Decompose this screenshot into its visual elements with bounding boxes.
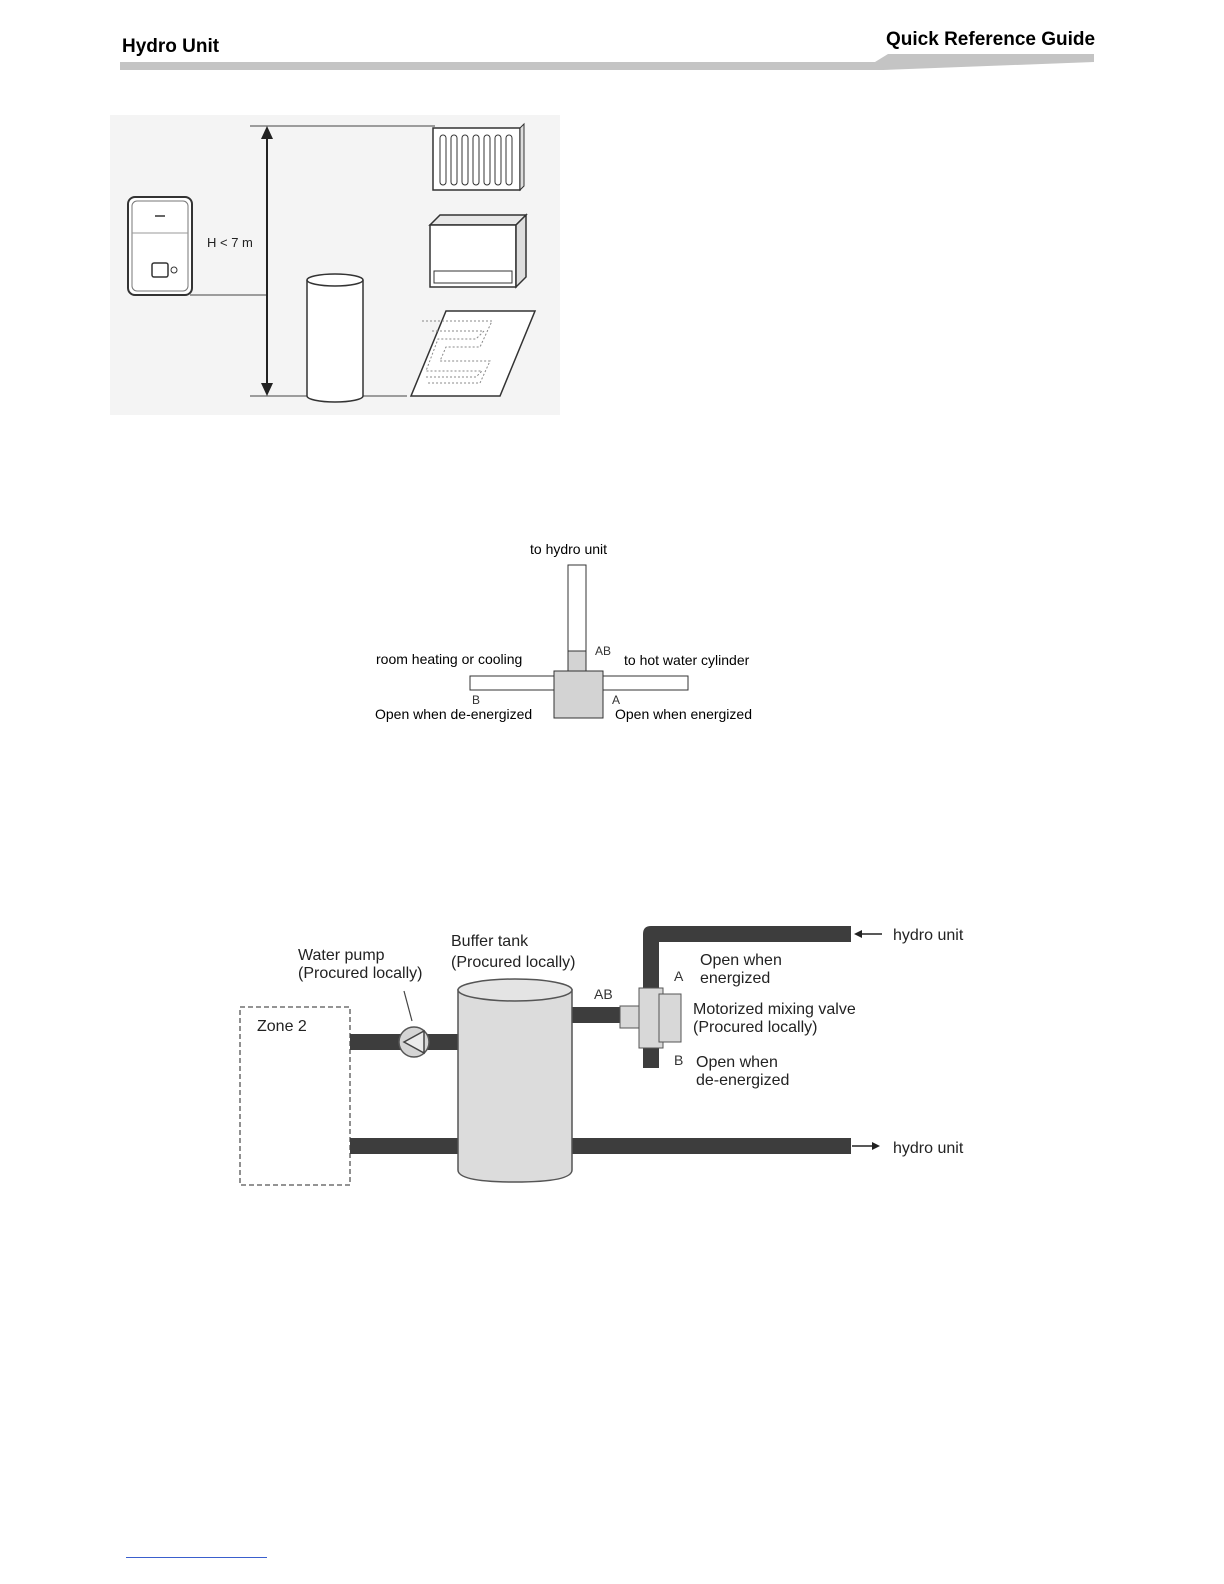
a-open-note-1: Open when: [700, 952, 782, 969]
buffer-tank-label-2: (Procured locally): [451, 954, 575, 971]
radiator-icon: [432, 122, 525, 192]
port-b-label: B: [472, 693, 480, 707]
hydro-unit-icon: [127, 196, 193, 296]
a-open-note-2: energized: [700, 970, 770, 987]
water-pump-icon: [398, 1026, 430, 1058]
hot-water-cylinder-label: to hot water cylinder: [624, 652, 750, 668]
mixing-valve-label-1: Motorized mixing valve: [693, 1001, 856, 1018]
to-hydro-unit-label: to hydro unit: [530, 541, 607, 557]
inlet-arrow-icon: [854, 930, 882, 938]
water-pump-label-1: Water pump: [298, 947, 385, 964]
inlet-hydro-unit-label: hydro unit: [893, 927, 964, 944]
port-a-label: A: [612, 693, 620, 707]
outlet-arrow-icon: [852, 1142, 880, 1150]
port-ab-label: AB: [595, 644, 611, 658]
footer-rule: [126, 1557, 267, 1558]
room-heating-label: room heating or cooling: [376, 651, 522, 667]
header-rule: [120, 54, 1094, 70]
buffer-tank-icon: [457, 978, 573, 1183]
header-right-title: Quick Reference Guide: [886, 29, 1096, 50]
b-open-note-1: Open when: [696, 1054, 778, 1071]
zone-2-label: Zone 2: [257, 1018, 307, 1035]
hot-water-cylinder-icon: [306, 273, 364, 403]
fan-coil-icon: [428, 213, 528, 289]
mixing-valve-icon: [619, 987, 682, 1049]
header-left-title: Hydro Unit: [122, 36, 220, 57]
buffer-tank-label-1: Buffer tank: [451, 933, 529, 950]
installation-height-figure: H < 7 m: [110, 115, 560, 415]
b-open-note: Open when de-energized: [375, 706, 532, 722]
water-pump-label-2: (Procured locally): [298, 965, 422, 982]
port-b-label: B: [674, 1052, 683, 1068]
outlet-hydro-unit-label: hydro unit: [893, 1140, 964, 1157]
port-ab-label: AB: [594, 986, 613, 1002]
buffer-tank-figure: Zone 2 Water pump (Procured locally) Buf…: [239, 926, 964, 1186]
mixing-valve-label-2: (Procured locally): [693, 1019, 817, 1036]
port-a-label: A: [674, 968, 684, 984]
height-label: H < 7 m: [207, 235, 253, 250]
floor-heating-icon: [409, 310, 537, 397]
three-way-valve-figure: to hydro unit room heating or cooling to…: [375, 541, 752, 722]
a-open-note: Open when energized: [615, 706, 752, 722]
b-open-note-2: de-energized: [696, 1072, 789, 1089]
